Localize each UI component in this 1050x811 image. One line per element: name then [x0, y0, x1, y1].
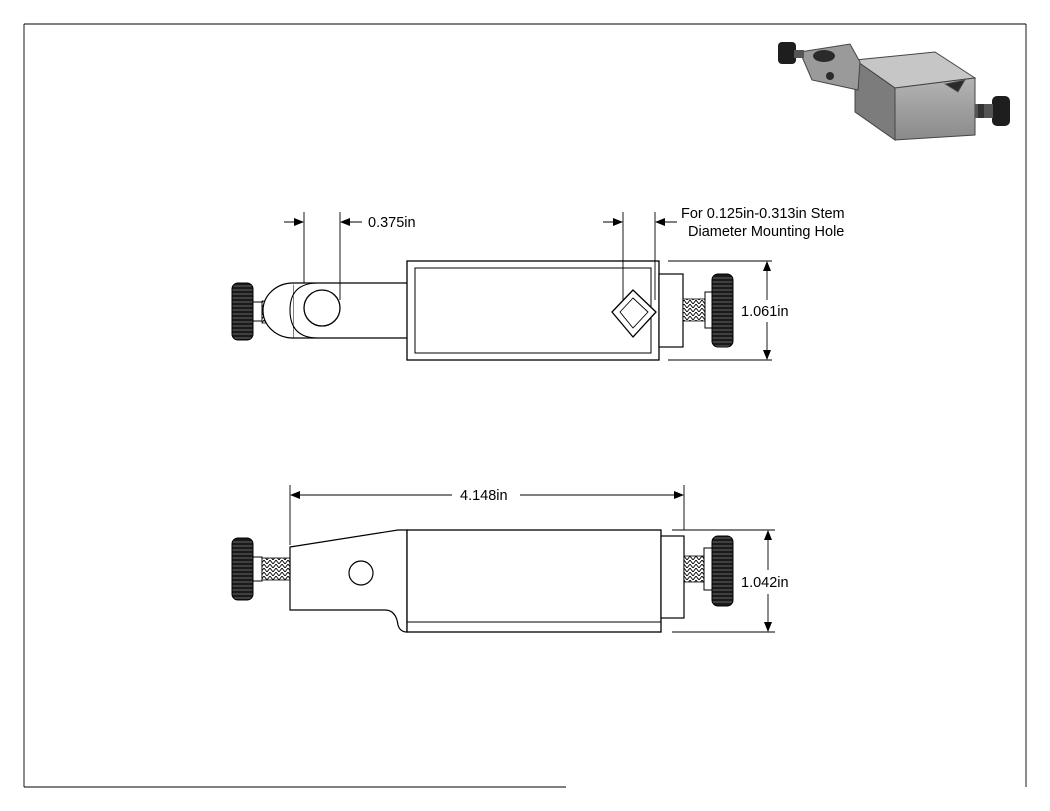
- dim-overall-length-text: 4.148in: [460, 488, 508, 504]
- dim-overall-length: 4.148in: [289, 485, 685, 545]
- dim-stem-hole: For 0.125in-0.313in Stem Diameter Mounti…: [603, 206, 845, 300]
- right-thread: [682, 298, 706, 322]
- left-knob-icon: [231, 282, 254, 341]
- dim-top-height-text: 1.061in: [741, 304, 789, 320]
- side-view: 4.148in 1.042in: [231, 485, 789, 633]
- right-knob-icon: [711, 273, 734, 348]
- sheet-border: [23, 23, 1027, 788]
- side-arm: [289, 529, 408, 633]
- top-view: 0.375in For 0.125in-0.313in Stem Diamete…: [231, 206, 845, 361]
- dim-side-height: 1.042in: [672, 529, 789, 633]
- isometric-render: [778, 42, 1010, 141]
- side-left-knob-icon: [231, 537, 254, 601]
- side-body: [406, 529, 662, 633]
- side-right-knob-icon: [711, 535, 734, 607]
- mounting-hole: [303, 289, 341, 327]
- dim-top-height: 1.061in: [668, 260, 789, 361]
- stem-note-line1: For 0.125in-0.313in Stem: [681, 206, 845, 222]
- dim-hole-diameter: 0.375in: [284, 212, 416, 300]
- dim-side-height-text: 1.042in: [741, 575, 789, 591]
- dim-hole-diameter-text: 0.375in: [368, 215, 416, 231]
- stem-note-line2: Diameter Mounting Hole: [688, 224, 844, 240]
- side-right-thread: [683, 555, 707, 583]
- side-left-thread: [261, 557, 291, 581]
